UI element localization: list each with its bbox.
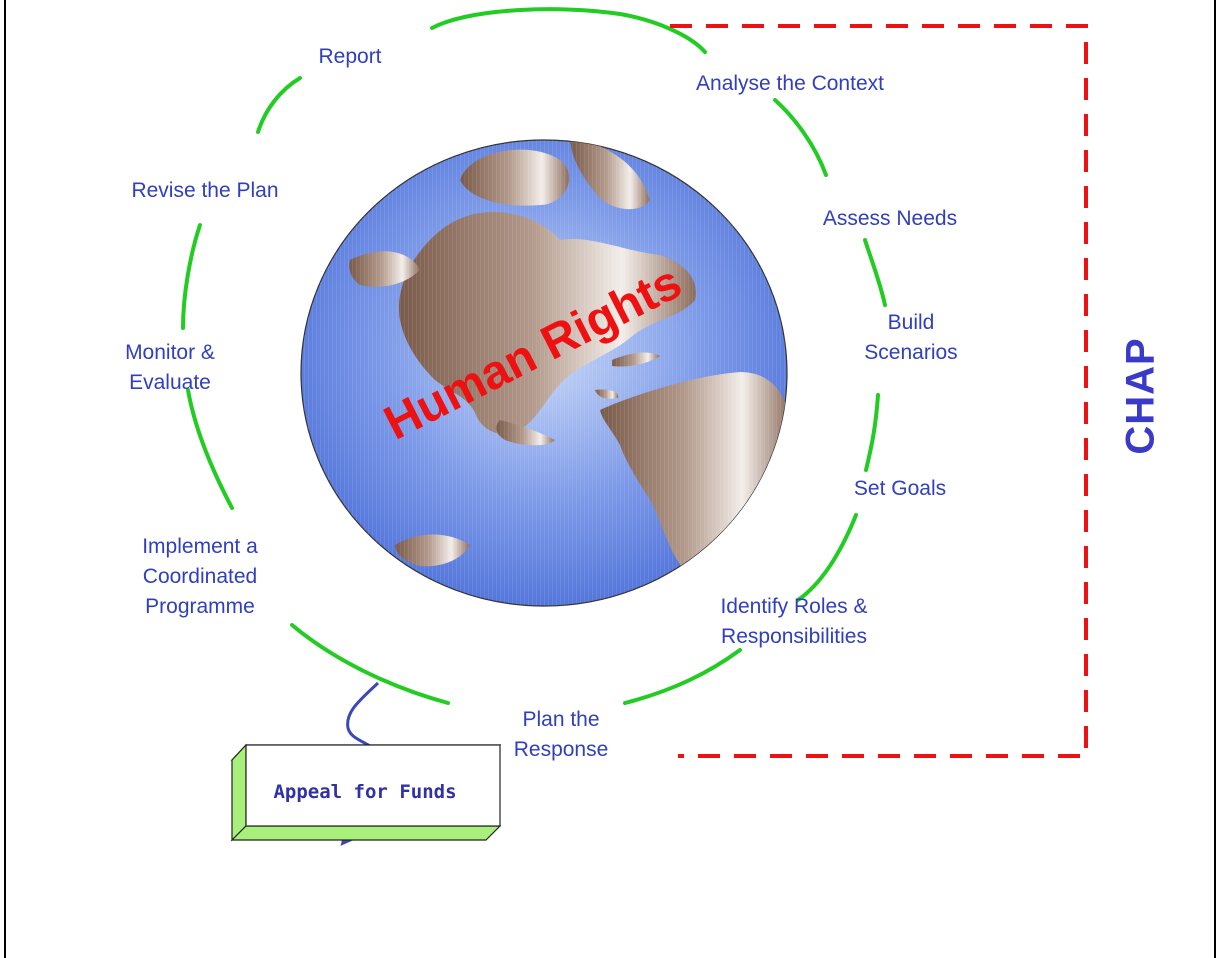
step-monitor-line-2: Evaluate	[129, 371, 211, 394]
step-set-goals: Set Goals	[830, 474, 970, 504]
cycle-arc-bottom-left	[290, 623, 450, 705]
appeal-for-funds-label: Appeal for Funds	[273, 781, 457, 803]
page-frame	[4, 0, 1216, 958]
step-analyse-context-line-1: Analyse the Context	[696, 72, 884, 95]
step-build-scenarios: Build Scenarios	[846, 308, 976, 368]
chap-label: CHAP	[1118, 337, 1163, 455]
step-monitor-evaluate: Monitor & Evaluate	[100, 338, 240, 398]
appeal-box-shape	[230, 743, 502, 842]
step-identify-roles-line-1: Identify Roles &	[720, 595, 868, 618]
step-analyse-context: Analyse the Context	[660, 69, 920, 99]
cycle-arc-left	[181, 223, 202, 330]
step-implement-line-1: Implement a	[142, 535, 258, 558]
globe	[300, 139, 788, 607]
step-implement-programme: Implement a Coordinated Programme	[110, 532, 290, 622]
step-assess-needs-line-1: Assess Needs	[822, 207, 958, 230]
cycle-arc-top-left	[256, 76, 302, 134]
step-revise-plan-line-1: Revise the Plan	[131, 179, 279, 202]
step-plan-response: Plan the Response	[496, 705, 626, 765]
cycle-arc-left-lower	[186, 388, 234, 510]
step-set-goals-line-1: Set Goals	[853, 477, 947, 500]
step-build-scenarios-line-1: Build	[887, 311, 935, 334]
chap-boundary	[670, 24, 1088, 758]
step-identify-roles: Identify Roles & Responsibilities	[694, 592, 894, 652]
cycle-arc-top-right	[773, 98, 828, 177]
step-implement-line-2: Coordinated	[142, 565, 258, 588]
cycle-arc-right-2	[864, 393, 880, 472]
step-report: Report	[300, 42, 400, 72]
step-assess-needs: Assess Needs	[800, 204, 980, 234]
step-monitor-line-1: Monitor &	[125, 341, 215, 364]
cycle-arc-lower-right	[796, 513, 858, 602]
step-plan-response-line-2: Response	[513, 738, 609, 761]
cycle-arc-right-1	[863, 238, 887, 307]
step-report-line-1: Report	[318, 45, 382, 68]
step-revise-plan: Revise the Plan	[100, 176, 310, 206]
cycle-arc-bottom-right	[623, 648, 742, 705]
cycle-ring	[181, 7, 887, 705]
cycle-arc-top	[430, 7, 707, 54]
step-plan-response-line-1: Plan the	[522, 708, 600, 731]
step-implement-line-3: Programme	[145, 595, 255, 618]
step-build-scenarios-line-2: Scenarios	[864, 341, 958, 364]
step-identify-roles-line-2: Responsibilities	[721, 625, 867, 648]
